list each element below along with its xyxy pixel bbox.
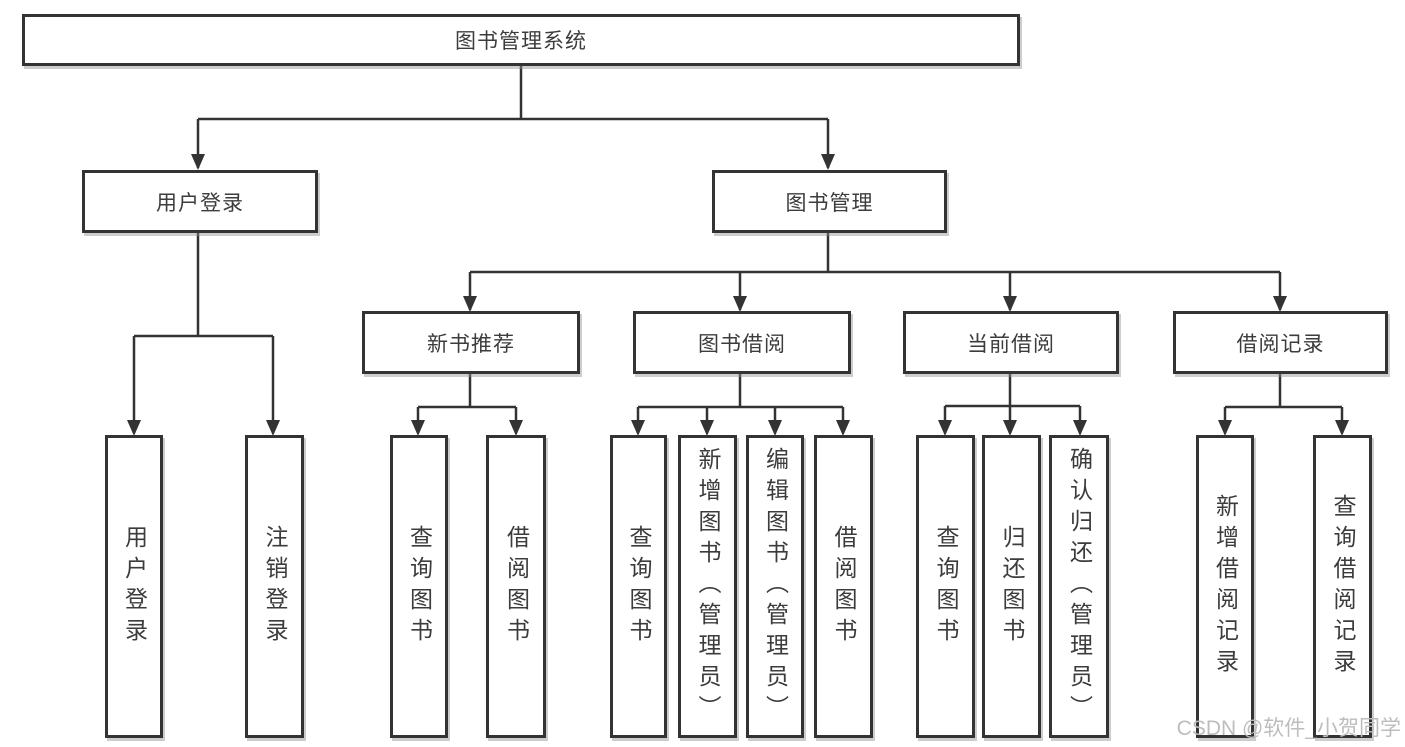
arrow-down-icon	[821, 154, 835, 170]
arrow-down-icon	[631, 420, 645, 436]
connector-user-login	[132, 233, 275, 433]
arrow-down-icon	[127, 420, 141, 436]
leaf-query-books-borrowing: 查询图书	[610, 435, 667, 738]
watermark: CSDN @软件_小贺同学	[1176, 717, 1401, 740]
connector-current-borrowing	[943, 374, 1082, 433]
arrow-down-icon	[1003, 420, 1017, 436]
arrow-down-icon	[938, 420, 952, 436]
arrow-down-icon	[733, 296, 747, 312]
arrow-down-icon	[266, 420, 280, 436]
arrow-down-icon	[509, 420, 523, 436]
connector-new-book-recommend	[416, 374, 518, 433]
node-root: 图书管理系统	[22, 14, 1020, 66]
leaf-query-books-current: 查询图书	[916, 435, 975, 738]
leaf-borrow-books-recommend: 借阅图书	[486, 435, 546, 738]
node-book-borrowing: 图书借阅	[633, 311, 851, 374]
node-book-management: 图书管理	[712, 170, 947, 233]
arrow-down-icon	[836, 420, 850, 436]
arrow-down-icon	[463, 296, 477, 312]
node-user-login: 用户登录	[82, 170, 318, 233]
node-new-book-recommend: 新书推荐	[362, 311, 580, 374]
node-borrow-records: 借阅记录	[1173, 311, 1388, 374]
leaf-logout: 注销登录	[245, 435, 304, 738]
connector-book-borrowing	[636, 374, 845, 433]
connector-root	[196, 66, 830, 168]
arrow-down-icon	[1218, 420, 1232, 436]
arrow-down-icon	[1273, 296, 1287, 312]
arrow-down-icon	[1003, 296, 1017, 312]
connector-borrow-records	[1223, 374, 1344, 433]
leaf-query-borrow-record: 查询借阅记录	[1313, 435, 1372, 738]
arrow-down-icon	[1335, 420, 1349, 436]
arrow-down-icon	[700, 420, 714, 436]
leaf-borrow-books-borrowing: 借阅图书	[814, 435, 873, 738]
leaf-return-book: 归还图书	[982, 435, 1041, 738]
leaf-query-books-recommend: 查询图书	[390, 435, 448, 738]
connector-book-management	[468, 233, 1282, 310]
arrow-down-icon	[768, 420, 782, 436]
leaf-add-book-admin: 新增图书（管理员）	[678, 435, 737, 738]
leaf-edit-book-admin: 编辑图书（管理员）	[746, 435, 804, 738]
leaf-confirm-return-admin: 确认归还（管理员）	[1049, 435, 1109, 738]
arrow-down-icon	[191, 154, 205, 170]
arrow-down-icon	[1073, 420, 1087, 436]
leaf-user-login: 用户登录	[105, 435, 163, 738]
node-current-borrowing: 当前借阅	[903, 311, 1119, 374]
leaf-add-borrow-record: 新增借阅记录	[1196, 435, 1254, 738]
arrow-down-icon	[411, 420, 425, 436]
